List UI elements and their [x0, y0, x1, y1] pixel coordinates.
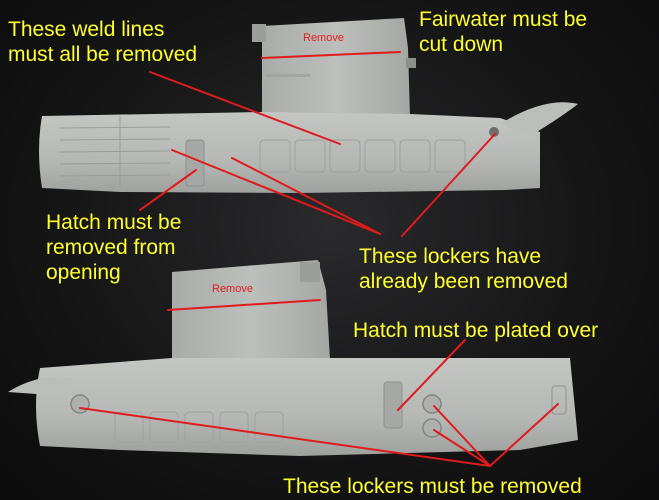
- lower-bow-locker: [551, 385, 567, 415]
- upper-tower-notch: [406, 58, 416, 68]
- fairwater-pointer: [401, 133, 496, 237]
- fairwater-label: Fairwater must be cut down: [419, 8, 588, 56]
- lower-locker-2: [422, 418, 442, 438]
- lower-locker-stern: [70, 394, 90, 414]
- lockers-done-label: These lockers have already been removed: [359, 245, 568, 293]
- lower-deck-casing: [36, 358, 578, 456]
- remove-line-bottom: [167, 299, 321, 311]
- remove-label-bottom: Remove: [212, 283, 253, 295]
- lockers-pointer-2: [433, 405, 491, 467]
- upper-bow-fin: [500, 102, 578, 136]
- remove-label-top: Remove: [303, 32, 344, 44]
- upper-tower-tab: [252, 24, 266, 42]
- locker-done-pointer-2: [231, 157, 381, 235]
- weld-line-pointer: [149, 71, 341, 145]
- locker-done-pointer-1: [171, 149, 381, 235]
- weld-lines-label: These weld lines must all be removed: [8, 18, 198, 66]
- lockers-pointer-1: [79, 407, 491, 467]
- remove-line-top: [261, 51, 401, 59]
- lower-hatch: [383, 381, 403, 429]
- lockers-pointer-3: [433, 429, 491, 467]
- hatch-pointer: [139, 169, 197, 211]
- upper-hole: [489, 127, 499, 137]
- upper-hatch: [185, 139, 205, 187]
- hatch-plated-label: Hatch must be plated over: [353, 319, 599, 342]
- upper-fairwater: [262, 18, 410, 118]
- lockers-remove-label: These lockers must be removed: [283, 475, 582, 498]
- lower-tower-tab: [300, 262, 320, 282]
- upper-locker-outlines: [259, 139, 466, 173]
- upper-tower-detail: [266, 74, 310, 77]
- lockers-pointer-4: [489, 403, 559, 467]
- hatch-removed-label: Hatch must be removed from opening: [46, 211, 182, 284]
- annotation-lines: [79, 51, 559, 467]
- upper-weld-lines: [59, 116, 171, 188]
- lower-fairwater: [172, 260, 330, 360]
- lower-stern-fin: [8, 376, 74, 396]
- lower-hull-part: [8, 260, 578, 456]
- hatch-plate-pointer: [397, 339, 466, 411]
